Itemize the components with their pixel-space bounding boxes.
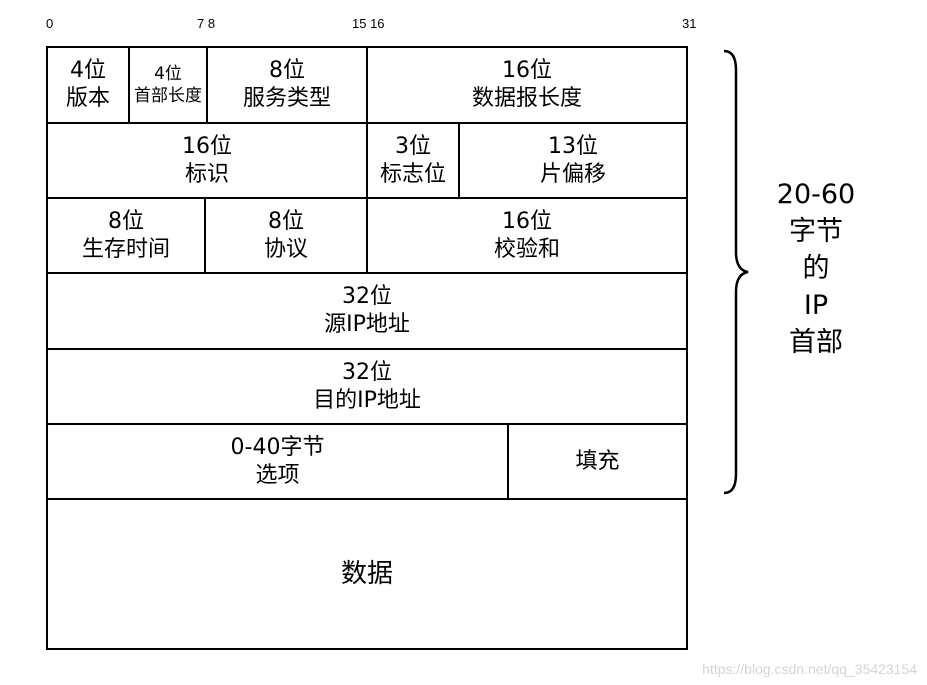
header-label-line1: 20-60 [776,179,856,210]
header-label-line3: 的 [802,253,830,284]
field-protocol-name: 协议 [263,236,308,262]
field-destination-ip: 32位 目的IP地址 [46,348,688,425]
header-size-label: 20-60 字节 的 IP 首部 [756,176,876,361]
bit-label-31: 31 [682,16,697,31]
field-flags-size: 3位 [395,133,431,159]
field-identification: 16位 标识 [46,122,368,199]
field-service-type-size: 8位 [269,58,305,83]
header-label-line2: 字节 [789,216,843,247]
field-padding-name: 填充 [575,448,620,474]
field-total-length-size: 16位 [502,58,552,83]
field-options-size: 0-40字节 [230,434,325,460]
header-label-line4: IP [803,290,829,321]
field-checksum-name: 校验和 [493,236,560,262]
header-label-line5: 首部 [789,327,843,358]
field-padding: 填充 [507,423,688,500]
field-protocol: 8位 协议 [204,197,368,274]
field-service-type: 8位 服务类型 [206,46,368,124]
field-destination-ip-size: 32位 [342,359,392,385]
field-ttl-size: 8位 [108,208,144,234]
header-brace-icon [723,49,749,495]
field-fragment-offset: 13位 片偏移 [458,122,688,199]
field-ttl: 8位 生存时间 [46,197,206,274]
field-header-length-name: 首部长度 [134,86,202,106]
field-data-name: 数据 [340,559,393,589]
field-total-length: 16位 数据报长度 [366,46,688,124]
field-flags-name: 标志位 [379,161,446,187]
field-total-length-name: 数据报长度 [471,86,582,111]
field-checksum-size: 16位 [502,208,552,234]
field-header-length-size: 4位 [154,64,182,84]
field-destination-ip-name: 目的IP地址 [313,387,421,413]
bit-label-0: 0 [46,16,54,31]
field-source-ip-name: 源IP地址 [324,312,410,337]
field-service-type-name: 服务类型 [242,86,331,111]
field-options-name: 选项 [255,462,300,488]
field-data: 数据 [46,498,688,650]
field-source-ip-size: 32位 [342,284,392,309]
field-flags: 3位 标志位 [366,122,460,199]
field-options: 0-40字节 选项 [46,423,509,500]
field-checksum: 16位 校验和 [366,197,688,274]
field-identification-name: 标识 [184,161,229,187]
field-ttl-name: 生存时间 [81,236,170,262]
field-version: 4位 版本 [46,46,130,124]
watermark: https://blog.csdn.net/qq_35423154 [702,661,917,677]
field-version-name: 版本 [65,86,110,111]
bit-label-7-8: 7 8 [197,16,216,31]
field-fragment-offset-size: 13位 [548,133,598,159]
bit-label-15-16: 15 16 [352,16,385,31]
field-fragment-offset-name: 片偏移 [539,161,606,187]
field-identification-size: 16位 [182,133,232,159]
field-protocol-size: 8位 [268,208,304,234]
field-source-ip: 32位 源IP地址 [46,272,688,350]
field-header-length: 4位 首部长度 [128,46,208,124]
field-version-size: 4位 [70,58,106,83]
